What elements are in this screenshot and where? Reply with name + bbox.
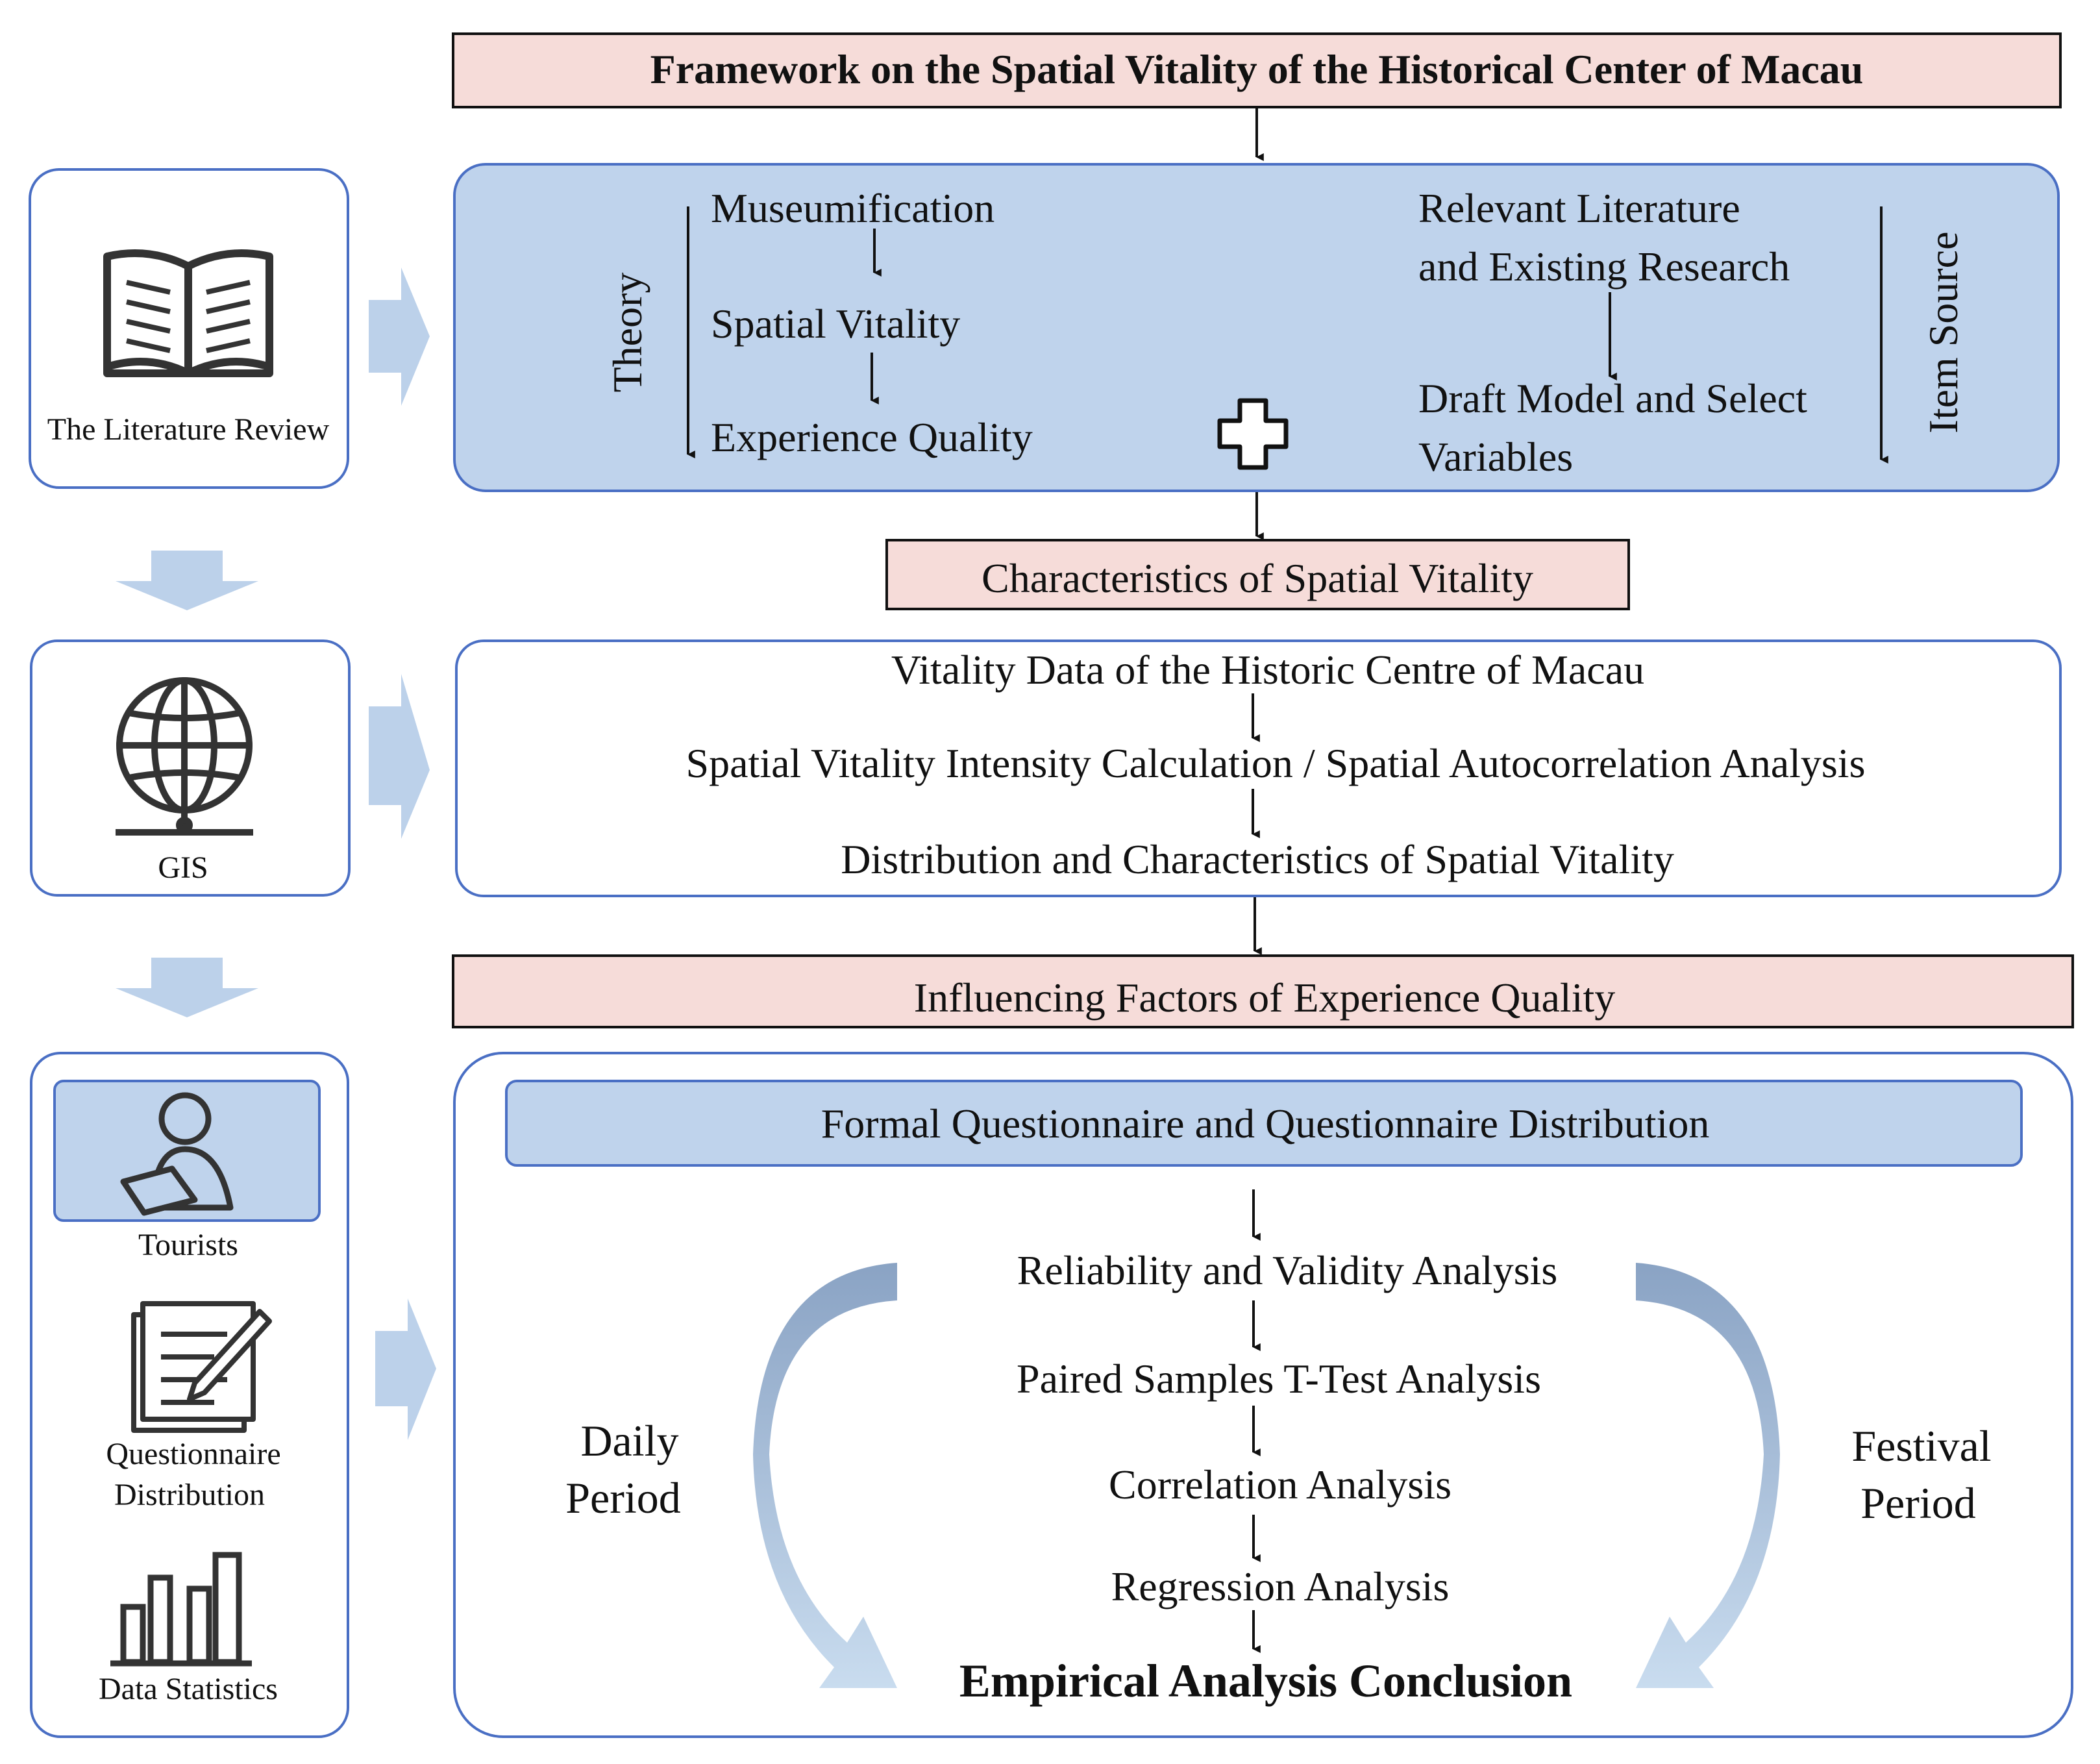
festival-period-line2: Period bbox=[1860, 1478, 1976, 1528]
source-line1: Relevant Literature bbox=[1418, 185, 1740, 231]
globe-icon bbox=[116, 677, 253, 836]
analysis-step-ttest: Paired Samples T-Test Analysis bbox=[1017, 1356, 1541, 1402]
theory-item-museumification: Museumification bbox=[711, 185, 994, 231]
analysis-step-correlation: Correlation Analysis bbox=[1109, 1461, 1451, 1508]
conclusion-text: Empirical Analysis Conclusion bbox=[959, 1655, 1572, 1707]
questionnaire-label-line1: Questionnaire bbox=[106, 1437, 280, 1471]
characteristics-header-box: Characteristics of Spatial Vitality bbox=[885, 539, 1630, 610]
literature-review-card: The Literature Review bbox=[29, 168, 349, 489]
vitality-box: Vitality Data of the Historic Centre of … bbox=[455, 640, 2062, 897]
daily-period-line1: Daily bbox=[580, 1416, 678, 1465]
source-line2: and Existing Research bbox=[1418, 243, 1790, 290]
questionnaire-header-text: Formal Questionnaire and Questionnaire D… bbox=[821, 1100, 1710, 1147]
theory-item-spatial-vitality: Spatial Vitality bbox=[711, 301, 960, 347]
bar-chart-icon bbox=[110, 1552, 252, 1667]
vitality-step2: Spatial Vitality Intensity Calculation /… bbox=[686, 740, 1866, 786]
tourists-label: Tourists bbox=[138, 1228, 238, 1262]
daily-curve-arrow bbox=[753, 1263, 897, 1688]
vitality-step3: Distribution and Characteristics of Spat… bbox=[841, 836, 1674, 882]
influencing-header-text: Influencing Factors of Experience Qualit… bbox=[914, 975, 1616, 1021]
analysis-step-regression: Regression Analysis bbox=[1111, 1563, 1450, 1609]
plus-icon bbox=[1217, 398, 1289, 470]
literature-review-label: The Literature Review bbox=[47, 412, 330, 447]
draft-line1: Draft Model and Select bbox=[1418, 375, 1807, 421]
gis-label: GIS bbox=[158, 851, 208, 885]
data-statistics-label: Data Statistics bbox=[99, 1672, 278, 1706]
theory-box: Theory Museumification Spatial Vitality … bbox=[453, 163, 2060, 492]
title-box: Framework on the Spatial Vitality of the… bbox=[452, 32, 2062, 108]
right-arrow-icon bbox=[369, 267, 430, 406]
analysis-step-reliability: Reliability and Validity Analysis bbox=[1017, 1247, 1558, 1293]
characteristics-header-text: Characteristics of Spatial Vitality bbox=[982, 555, 1533, 601]
daily-period-line2: Period bbox=[565, 1473, 681, 1522]
item-source-label: Item Source bbox=[1920, 232, 1966, 434]
draft-line2: Variables bbox=[1418, 434, 1573, 480]
down-arrow-icon bbox=[116, 551, 258, 610]
influencing-header-box: Influencing Factors of Experience Qualit… bbox=[452, 954, 2074, 1028]
title-text: Framework on the Spatial Vitality of the… bbox=[650, 46, 1864, 92]
tourist-reading-icon bbox=[120, 1092, 234, 1216]
analysis-box: Formal Questionnaire and Questionnaire D… bbox=[453, 1052, 2073, 1738]
open-book-icon bbox=[103, 249, 273, 377]
methods-card: Tourists Questionnaire Distribution Data… bbox=[30, 1052, 349, 1738]
gis-card: GIS bbox=[30, 640, 351, 897]
right-arrow-icon bbox=[369, 674, 430, 839]
vitality-step1: Vitality Data of the Historic Centre of … bbox=[891, 647, 1644, 693]
questionnaire-icon bbox=[131, 1301, 272, 1433]
theory-item-experience-quality: Experience Quality bbox=[711, 414, 1033, 460]
theory-label: Theory bbox=[604, 273, 650, 393]
down-arrow-icon bbox=[116, 958, 258, 1017]
questionnaire-label-line2: Distribution bbox=[114, 1478, 265, 1512]
festival-curve-arrow bbox=[1636, 1263, 1780, 1688]
festival-period-line1: Festival bbox=[1851, 1421, 1991, 1471]
right-arrow-icon bbox=[375, 1298, 436, 1440]
